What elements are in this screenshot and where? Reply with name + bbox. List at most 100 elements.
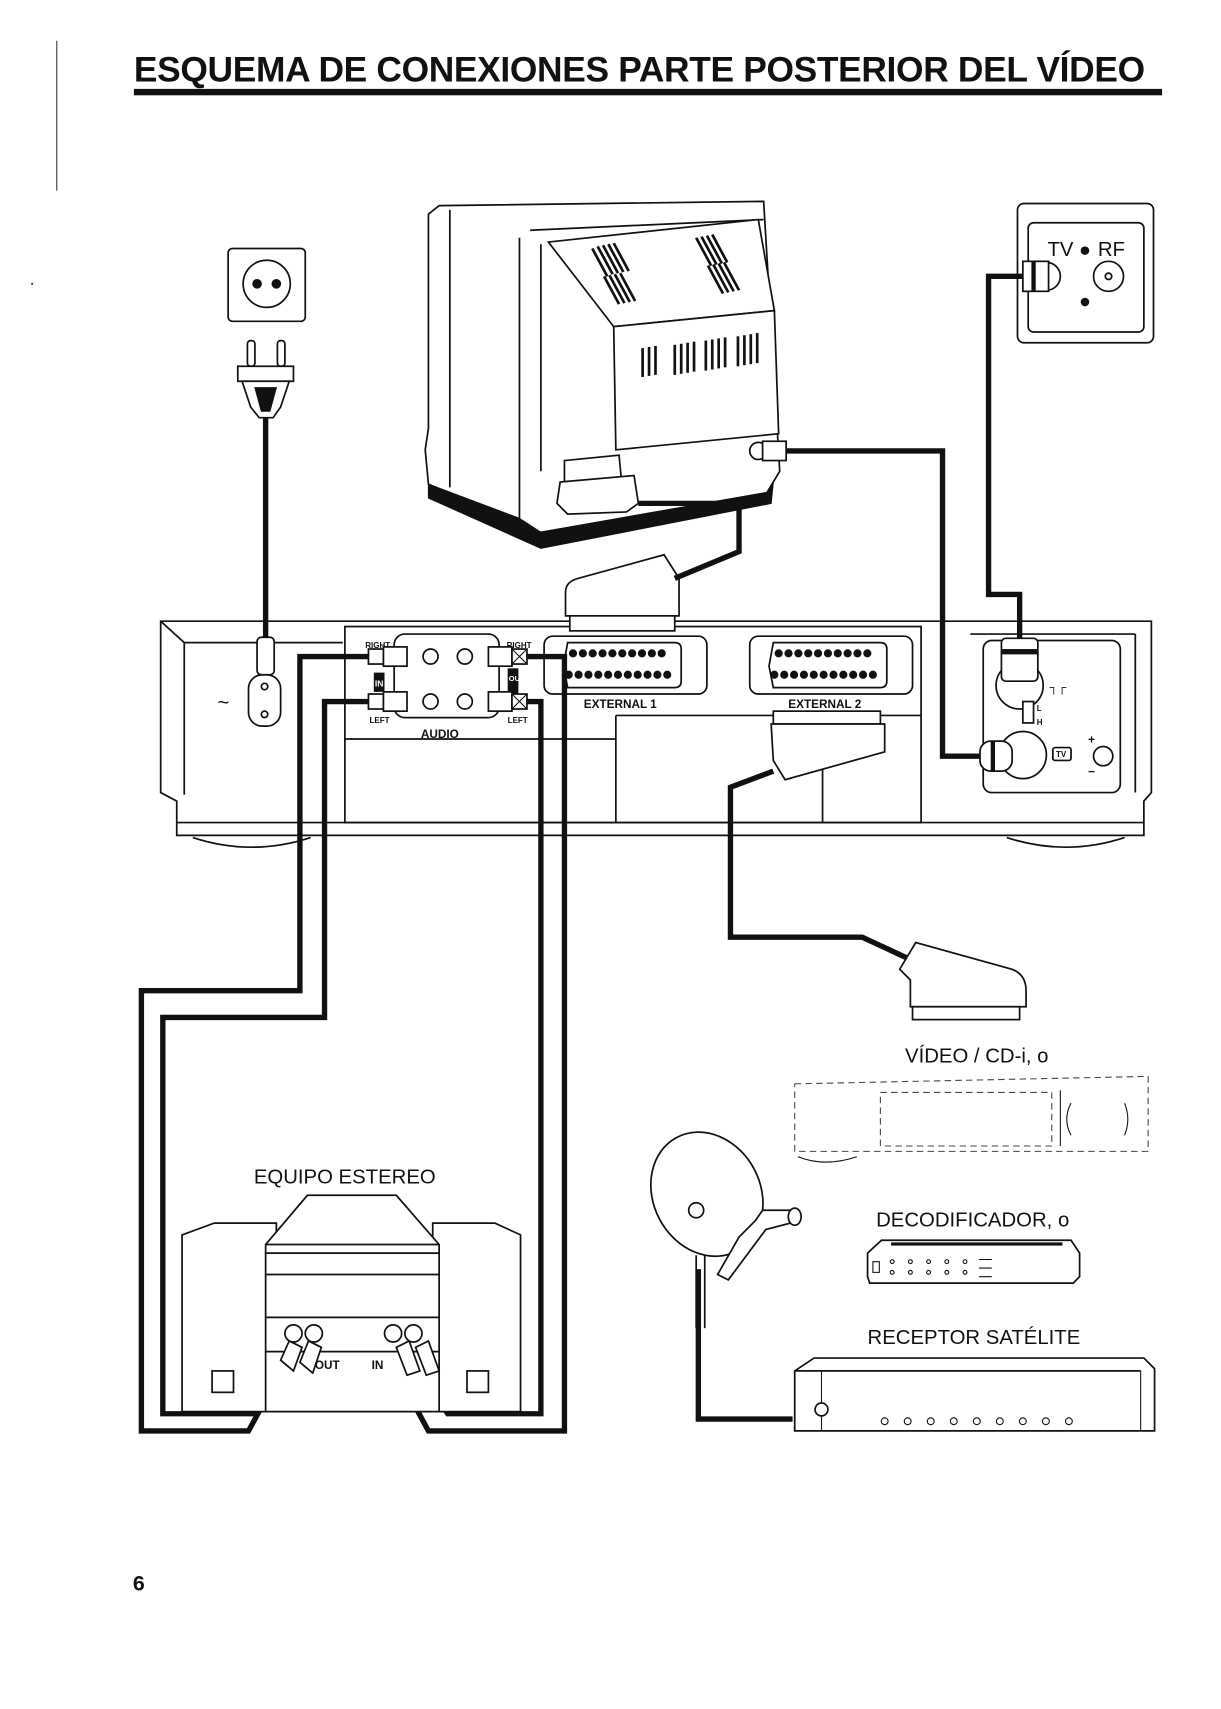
tuning-minus: − xyxy=(1088,765,1095,778)
switch-h-label: H xyxy=(1037,718,1043,727)
audio-out-left-label: LEFT xyxy=(508,716,528,725)
scart-pin xyxy=(781,671,788,678)
decoder-button xyxy=(890,1260,894,1264)
scart-pin xyxy=(664,671,671,678)
satellite-receiver xyxy=(795,1358,1155,1431)
scart-pin xyxy=(644,671,651,678)
scart-plug-ext2 xyxy=(773,711,880,724)
decoder-button xyxy=(927,1260,931,1264)
satellite-receiver-label: RECEPTOR SATÉLITE xyxy=(868,1326,1081,1349)
scart-pin xyxy=(569,650,576,657)
audio-in-left-label: LEFT xyxy=(370,716,390,725)
scart-pin xyxy=(830,671,837,678)
decoder-button xyxy=(963,1260,967,1264)
scart-pin xyxy=(775,650,782,657)
stereo-unit xyxy=(266,1195,440,1411)
scart-pin xyxy=(605,671,612,678)
scart-pin xyxy=(599,650,606,657)
decoder-label: DECODIFICADOR, o xyxy=(876,1209,1069,1231)
scart-pin xyxy=(648,650,655,657)
speaker-right xyxy=(433,1223,521,1412)
scart-pin xyxy=(860,671,867,678)
antenna-wall-socket: TV RF xyxy=(1017,203,1153,342)
scart-pin xyxy=(824,650,831,657)
scart-pin xyxy=(864,650,871,657)
scart-pin xyxy=(791,671,798,678)
stereo-in-label: IN xyxy=(372,1359,384,1372)
receiver-button xyxy=(973,1418,980,1425)
scart-pin xyxy=(810,671,817,678)
audio-in-label: IN xyxy=(375,679,384,689)
tuning-plus: + xyxy=(1088,733,1095,746)
vcr-foot-right xyxy=(1007,838,1125,848)
tv-antenna-plug xyxy=(763,441,787,460)
decoder-button xyxy=(945,1260,949,1264)
vcr-rear-panel: ~ RIGHT LEFT RIGHT LEFT IN OUT AUDIO xyxy=(161,555,1152,847)
satellite-cable xyxy=(698,1269,792,1419)
rf-antenna-symbol: ┐┌ xyxy=(1050,681,1067,695)
scart-pin xyxy=(869,671,876,678)
scart-pin xyxy=(589,650,596,657)
antenna-tv-label: TV xyxy=(1047,239,1073,261)
decoder-button xyxy=(908,1270,912,1274)
decoder-button xyxy=(890,1270,894,1274)
decoder xyxy=(868,1240,1080,1283)
decoder-button xyxy=(963,1270,967,1274)
scart-pin xyxy=(854,650,861,657)
television xyxy=(425,201,786,548)
scart-pin xyxy=(624,671,631,678)
video-cdi-player xyxy=(795,1076,1148,1162)
scart-pin xyxy=(638,650,645,657)
satellite-dish xyxy=(629,1112,801,1328)
scart-pin xyxy=(820,671,827,678)
decoder-button xyxy=(945,1270,949,1274)
video-cdi-label: VÍDEO / CD-i, o xyxy=(905,1044,1048,1067)
receiver-button xyxy=(1042,1418,1049,1425)
scart-pin xyxy=(579,650,586,657)
tv-scart-plug xyxy=(557,476,638,515)
scart-pin xyxy=(629,650,636,657)
receiver-button xyxy=(927,1418,934,1425)
scart2-label: EXTERNAL 2 xyxy=(788,698,861,711)
speaker-left xyxy=(182,1223,276,1412)
rf-tv-label: TV xyxy=(1056,750,1067,759)
scart-pin xyxy=(840,671,847,678)
scart-pin xyxy=(795,650,802,657)
mains-plug xyxy=(238,341,294,418)
scart1-label: EXTERNAL 1 xyxy=(584,698,657,711)
mains-symbol: ~ xyxy=(217,692,229,714)
page-title: ESQUEMA DE CONEXIONES PARTE POSTERIOR DE… xyxy=(134,49,1145,89)
audio-out-label: OUT xyxy=(509,674,525,683)
page-number: 6 xyxy=(133,1571,145,1595)
scart-pin xyxy=(575,671,582,678)
switch-l-label: L xyxy=(1037,704,1042,713)
scart-pin xyxy=(844,650,851,657)
scart-plug-loose xyxy=(900,943,1026,1020)
scart-pin xyxy=(771,671,778,678)
lh-switch[interactable] xyxy=(1023,702,1034,723)
scart-plug-ext1 xyxy=(566,555,680,616)
scart-pin xyxy=(815,650,822,657)
receiver-button xyxy=(996,1418,1003,1425)
decoder-button xyxy=(927,1270,931,1274)
scart-pin xyxy=(654,671,661,678)
stereo-out-label: OUT xyxy=(315,1359,341,1372)
receiver-button xyxy=(1065,1418,1072,1425)
vcr-foot-left xyxy=(193,838,311,848)
scan-speck xyxy=(31,283,33,285)
scart-pin xyxy=(785,650,792,657)
scart-pin xyxy=(619,650,626,657)
wall-power-outlet xyxy=(228,248,305,321)
scart-pin xyxy=(834,650,841,657)
stereo-label: EQUIPO ESTEREO xyxy=(254,1166,436,1188)
decoder-button xyxy=(908,1260,912,1264)
stereo-system: OUT IN xyxy=(182,1195,520,1411)
receiver-button xyxy=(904,1418,911,1425)
scart-pin xyxy=(614,671,621,678)
scart-pin xyxy=(595,671,602,678)
scart-pin xyxy=(800,671,807,678)
antenna-rf-label: RF xyxy=(1098,239,1125,261)
title-underline xyxy=(134,89,1162,95)
